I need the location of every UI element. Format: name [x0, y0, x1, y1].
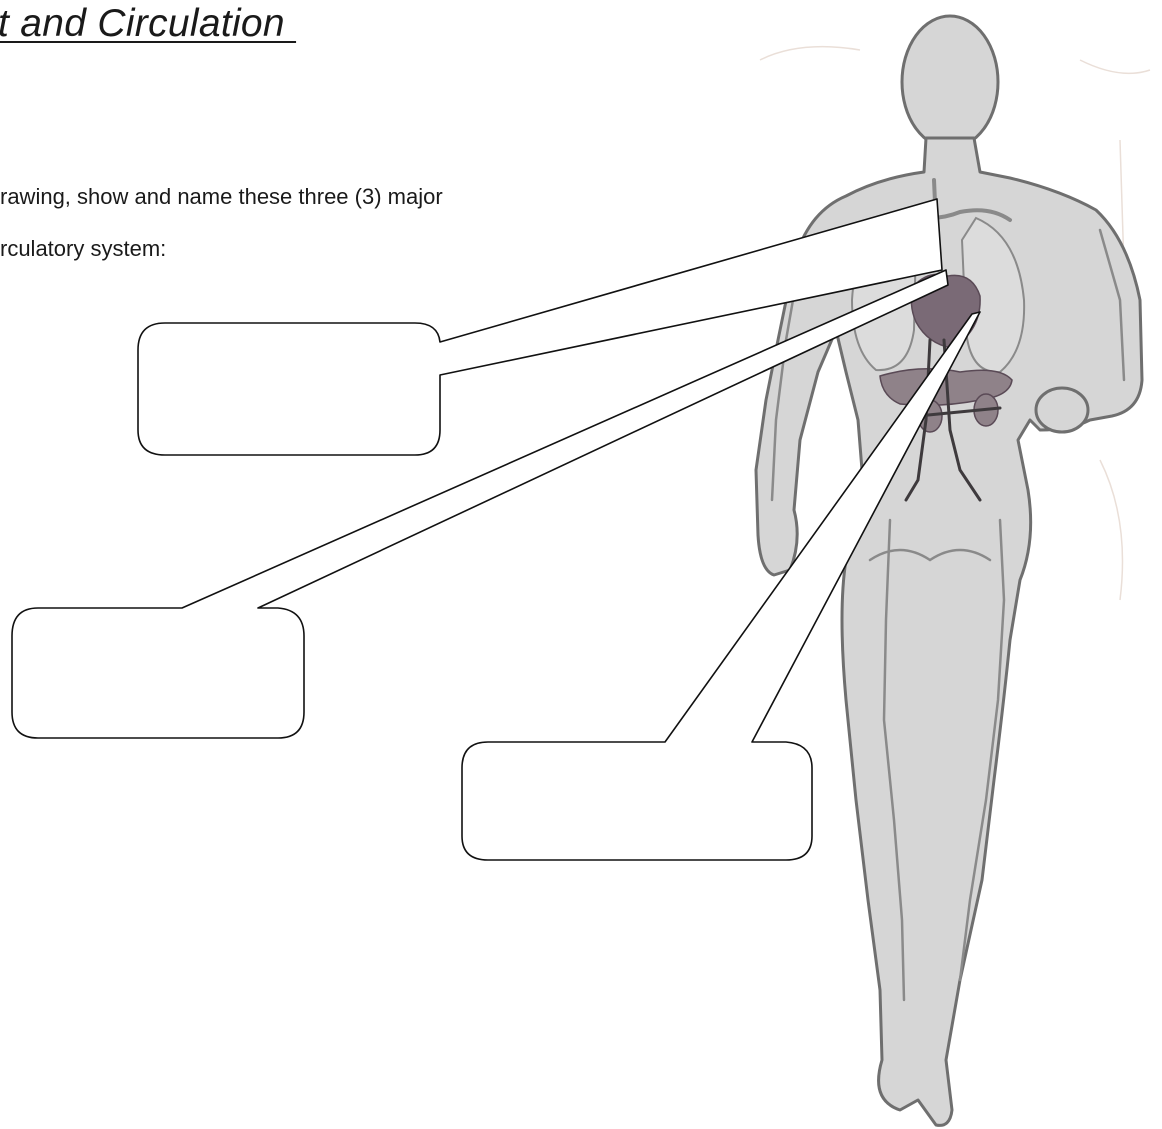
right-hand: [1036, 388, 1088, 432]
head: [902, 16, 998, 148]
